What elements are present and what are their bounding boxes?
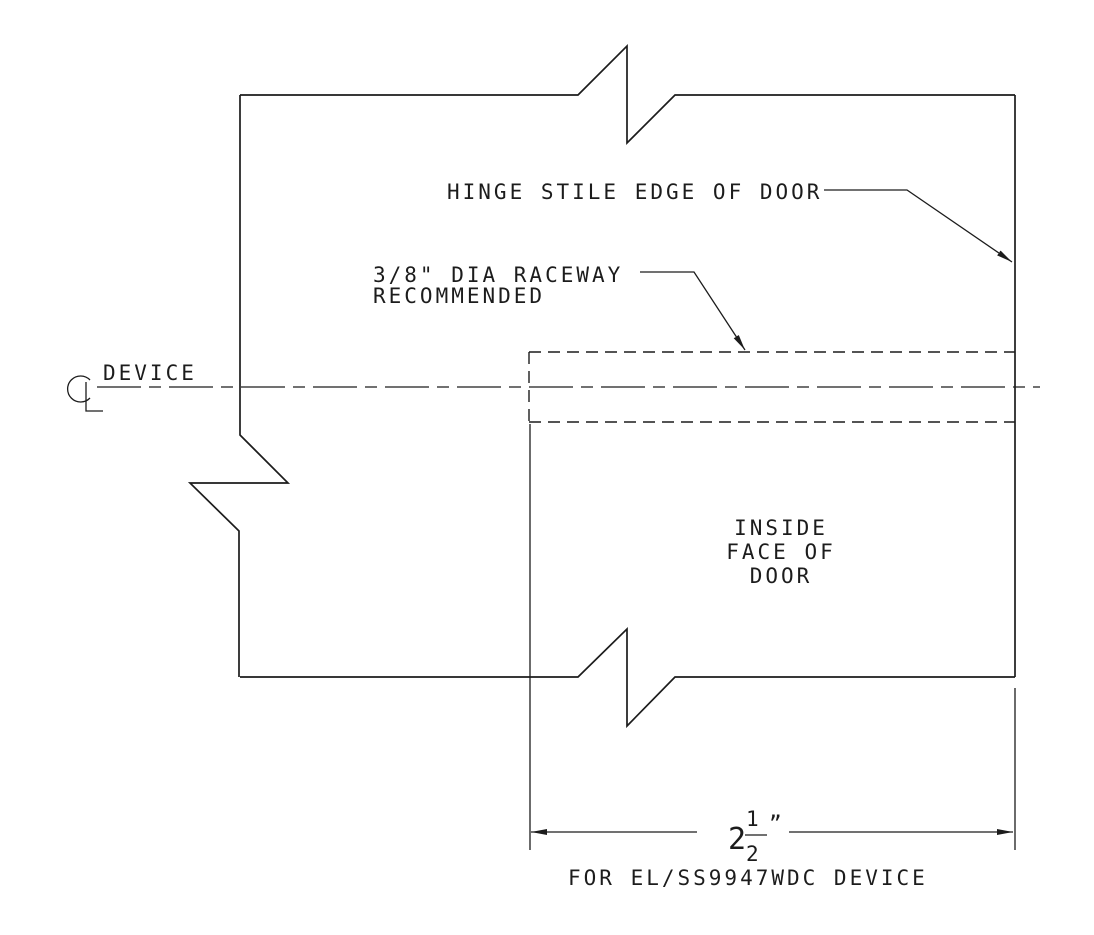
centerline-symbol-icon <box>67 375 103 412</box>
door-bottom-edge-with-break <box>240 626 1015 729</box>
hinge-edge-label: HINGE STILE EDGE OF DOOR <box>447 180 822 204</box>
hinge-edge-leader-line <box>824 189 1013 263</box>
raceway-leader-line <box>640 271 746 351</box>
raceway-label-line1: 3/8" DIA RACEWAY <box>373 263 623 287</box>
inside-face-label-line1: INSIDE <box>734 516 828 540</box>
dimension-inch-mark: ” <box>769 812 782 836</box>
centerline-symbol-l-stroke <box>85 382 103 412</box>
dimension-fraction-numerator: 1 <box>746 807 759 831</box>
door-top-edge-with-break <box>240 43 1015 146</box>
centerline-device-label: DEVICE <box>103 361 197 385</box>
dimension-whole-number: 2 <box>728 822 746 857</box>
dimension-note-label: FOR EL/SS9947WDC DEVICE <box>568 866 928 890</box>
dimension-fraction-denominator: 2 <box>746 842 759 866</box>
raceway-label-line2: RECOMMENDED <box>373 284 545 308</box>
door-left-edge-with-break <box>187 95 291 677</box>
inside-face-label-line2: FACE OF <box>726 540 836 564</box>
centerline-symbol-c-stroke <box>67 375 91 403</box>
dimension-value: 2 1 2 ” <box>728 807 782 866</box>
inside-face-label-line3: DOOR <box>750 564 813 588</box>
